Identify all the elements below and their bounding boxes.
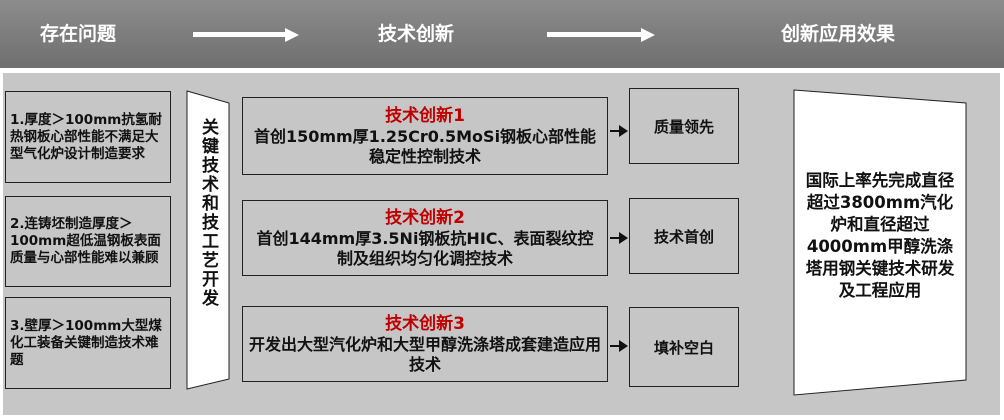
result-text-1: 质量领先 — [653, 117, 714, 136]
innovation-box-1: 技术创新1 首创150mm厚1.25Cr0.5MoSi钢板心部性能稳定性控制技术 — [242, 97, 608, 175]
header-arrow-1 — [193, 28, 299, 42]
innovation-box-3: 技术创新3 开发出大型汽化炉和大型甲醇洗涤塔成套建造应用技术 — [242, 306, 608, 382]
result-box-3: 填补空白 — [629, 307, 739, 387]
result-text-3: 填补空白 — [653, 338, 714, 357]
arrow-innovation-2 — [610, 232, 628, 244]
innovation-desc-2: 首创144mm厚3.5Ni钢板抗HIC、表面裂纹控制及组织均匀化调控技术 — [256, 228, 594, 268]
innovation-title-2: 技术创新2 — [385, 207, 465, 228]
arrow-innovation-1 — [610, 125, 628, 137]
header-effect: 创新应用效果 — [781, 23, 896, 45]
problem-text-1: 1.厚度＞100mm抗氢耐热钢板心部性能不满足大型气化炉设计制造要求 — [10, 111, 162, 162]
result-box-1: 质量领先 — [629, 88, 739, 164]
result-text-2: 技术首创 — [653, 227, 714, 246]
arrow-innovation-3 — [610, 340, 628, 352]
problem-box-1: 1.厚度＞100mm抗氢耐热钢板心部性能不满足大型气化炉设计制造要求 — [5, 91, 171, 183]
effect-text: 国际上率先完成直径超过3800mm汽化炉和直径超过4000mm甲醇洗涤塔用钢关键… — [805, 171, 955, 300]
header-arrow-2 — [547, 28, 655, 42]
problem-box-3: 3.壁厚＞100mm大型煤化工装备关键制造技术难题 — [5, 297, 171, 389]
key-tech-label: 关键技术和技工艺开发 — [198, 118, 218, 308]
header-innovation: 技术创新 — [378, 23, 455, 45]
innovation-box-2: 技术创新2 首创144mm厚3.5Ni钢板抗HIC、表面裂纹控制及组织均匀化调控… — [242, 200, 608, 276]
header-problems: 存在问题 — [40, 23, 117, 45]
problem-box-2: 2.连铸坯制造厚度＞100mm超低温钢板表面质量与心部性能难以兼顾 — [5, 196, 171, 287]
problem-text-3: 3.壁厚＞100mm大型煤化工装备关键制造技术难题 — [10, 317, 162, 368]
result-box-2: 技术首创 — [629, 198, 739, 274]
innovation-desc-1: 首创150mm厚1.25Cr0.5MoSi钢板心部性能稳定性控制技术 — [253, 126, 597, 166]
innovation-title-1: 技术创新1 — [385, 105, 465, 126]
innovation-desc-3: 开发出大型汽化炉和大型甲醇洗涤塔成套建造应用技术 — [249, 334, 602, 374]
header-band: 存在问题 技术创新 创新应用效果 — [0, 0, 1004, 68]
innovation-title-3: 技术创新3 — [385, 313, 465, 334]
problem-text-2: 2.连铸坯制造厚度＞100mm超低温钢板表面质量与心部性能难以兼顾 — [10, 216, 161, 266]
